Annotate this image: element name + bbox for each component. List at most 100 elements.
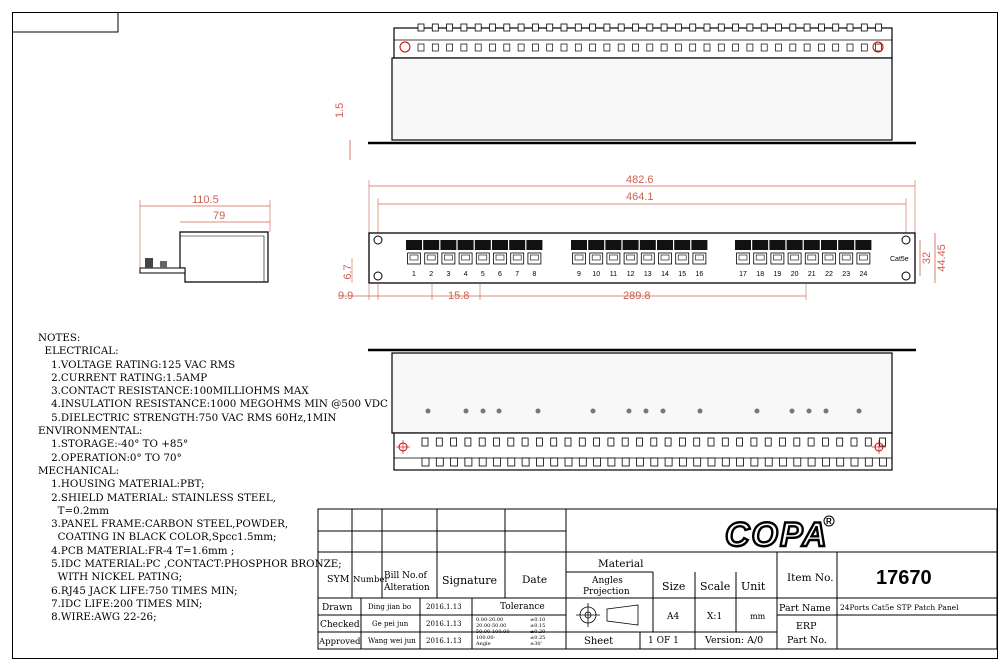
- notes-block: NOTES: ELECTRICAL: 1.VOLTAGE RATING:125 …: [38, 332, 388, 625]
- port-number: 19: [774, 271, 782, 278]
- hdr-part-no: Part No.: [787, 635, 827, 646]
- port-number: 11: [610, 271, 617, 278]
- note-line: 5.DIELECTRIC STRENGTH:750 VAC RMS 60Hz,1…: [38, 411, 337, 424]
- bottom-view-body: [391, 352, 893, 434]
- title-block-text: SYM Number Bill No.of Alteration Signatu…: [318, 558, 959, 647]
- port-number: 16: [696, 271, 704, 278]
- note-line: 1.VOLTAGE RATING:125 VAC RMS: [38, 358, 236, 371]
- port-led-bar: [735, 240, 751, 250]
- port-number: 18: [756, 271, 764, 278]
- rj45-jack: [770, 252, 785, 265]
- port-led-bar: [838, 240, 855, 250]
- rj45-jack: [475, 252, 490, 265]
- dim-top-offset: 1.5: [334, 103, 346, 118]
- dim-overall-width: 482.6: [626, 174, 654, 186]
- port-led-bar: [803, 240, 820, 250]
- note-line: 7.IDC LIFE:200 TIMES MIN;: [38, 597, 203, 610]
- port-number: 1: [412, 271, 416, 278]
- port-led-bar: [622, 240, 639, 250]
- rj45-jack: [493, 252, 507, 265]
- hdr-angles: Angles: [591, 576, 623, 586]
- port-number: 14: [661, 271, 669, 278]
- note-line: MECHANICAL:: [38, 464, 120, 477]
- svg-text:±30': ±30': [530, 641, 542, 647]
- hdr-size: Size: [662, 580, 685, 593]
- top-view-idc-teeth: [417, 23, 882, 52]
- top-view-body: [391, 57, 893, 141]
- hdr-item-no: Item No.: [787, 572, 834, 584]
- port-number: 20: [791, 271, 799, 278]
- role-approved: Approved: [318, 637, 361, 647]
- port-led-bar: [509, 240, 526, 250]
- dim-height: 44.45: [936, 244, 948, 272]
- dim-hole-height: 32: [921, 252, 933, 264]
- svg-text:0.00-20.00: 0.00-20.00: [476, 617, 503, 623]
- port-led-bar: [526, 240, 543, 250]
- note-line: 1.HOUSING MATERIAL:PBT;: [38, 478, 205, 491]
- rj45-jack: [527, 252, 542, 265]
- panel-label: Cat5e: [890, 256, 909, 263]
- port-led-bar: [457, 240, 474, 250]
- rj45-jack: [839, 252, 854, 265]
- date-drawn: 2016.1.13: [426, 603, 462, 611]
- note-line: 3.PANEL FRAME:CARBON STEEL,POWDER,: [38, 518, 289, 531]
- rj45-jack: [606, 252, 621, 265]
- rj45-jack: [753, 252, 768, 265]
- rj45-jack: [424, 252, 439, 265]
- projection-symbol-icon: [576, 603, 639, 627]
- port-led-bar: [440, 240, 457, 250]
- port-number: 24: [860, 271, 868, 278]
- copa-logo-text: COPA: [725, 516, 829, 554]
- role-checked: Checked: [320, 620, 360, 630]
- port-number: 6: [498, 271, 502, 278]
- hdr-projection: Projection: [583, 587, 630, 597]
- rj45-jack: [675, 252, 690, 265]
- port-number: 21: [808, 271, 816, 278]
- rj45-jack: [787, 252, 802, 265]
- svg-text:20.00-50.00: 20.00-50.00: [476, 623, 506, 629]
- dim-hole-spacing: 464.1: [626, 191, 654, 203]
- port-number: 3: [446, 271, 450, 278]
- note-line: 2.OPERATION:0° TO 70°: [38, 451, 182, 464]
- tolerance-table: 0.00-20.00 ±0.10 20.00-50.00 ±0.15 50.00…: [475, 617, 545, 647]
- port-led-bar: [492, 240, 508, 250]
- mount-hole-right: [872, 41, 884, 53]
- port-led-bar: [474, 240, 491, 250]
- note-line: 4.INSULATION RESISTANCE:1000 MEGOHMS MIN…: [38, 398, 388, 411]
- dim-ports-span: 289.8: [623, 290, 651, 302]
- port-number: 17: [739, 271, 747, 278]
- hdr-alteration: Alteration: [383, 583, 430, 593]
- hdr-erp: ERP: [796, 621, 817, 632]
- note-line: 2.SHIELD MATERIAL: STAINLESS STEEL,: [38, 491, 277, 504]
- hdr-bill-no: Bill No.of: [384, 571, 428, 581]
- rj45-jack: [692, 252, 707, 265]
- port-led-bar: [588, 240, 605, 250]
- svg-text:±0.15: ±0.15: [530, 623, 545, 629]
- value-unit: mm: [750, 612, 766, 621]
- rj45-jack: [856, 252, 871, 265]
- side-view-body: [179, 231, 269, 283]
- port-led-bar: [674, 240, 691, 250]
- port-led-bar: [406, 240, 422, 250]
- port-led-bar: [752, 240, 769, 250]
- port-number: 15: [678, 271, 686, 278]
- side-view: 110.5 79: [139, 194, 271, 283]
- bottom-view-rivets: [425, 408, 862, 414]
- port-number: 7: [515, 271, 519, 278]
- port-number: 2: [429, 271, 433, 278]
- rj45-jack: [441, 252, 456, 265]
- hdr-unit: Unit: [741, 580, 766, 593]
- name-approved: Wang wei jun: [368, 637, 416, 645]
- port-led-bar: [821, 240, 837, 250]
- top-view-rail: [393, 27, 893, 59]
- hdr-number: Number: [353, 575, 389, 585]
- dim-side-depth-inner: 79: [213, 210, 225, 222]
- svg-text:R: R: [826, 517, 832, 526]
- value-size: A4: [666, 612, 679, 622]
- note-line: 4.PCB MATERIAL:FR-4 T=1.6mm ;: [38, 544, 235, 557]
- svg-text:±0.25: ±0.25: [530, 635, 545, 641]
- note-line: T=0.2mm: [38, 504, 110, 517]
- copa-logo: COPA R: [724, 515, 835, 555]
- svg-text:100.00-: 100.00-: [476, 635, 495, 641]
